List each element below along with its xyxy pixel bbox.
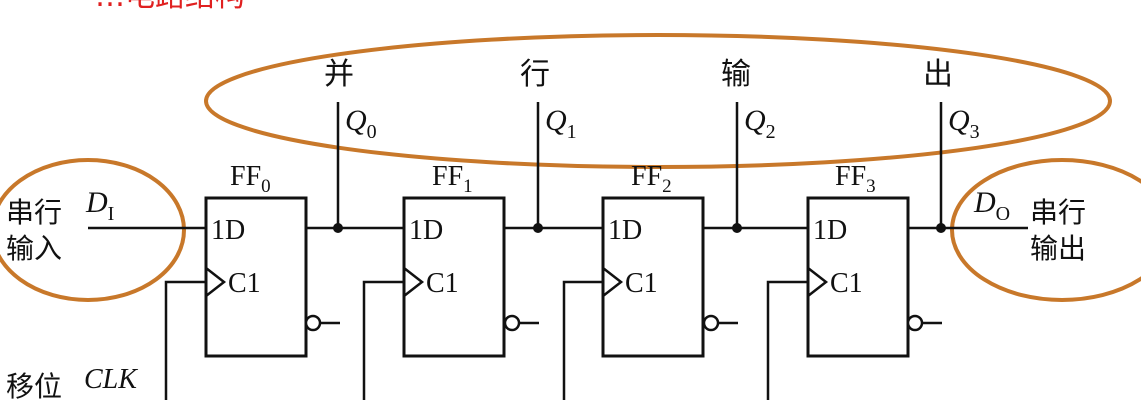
- ff-q-output: Q1: [545, 104, 577, 143]
- header-fragment: …电路结构: [95, 0, 245, 14]
- ff-name: FF0: [230, 161, 271, 197]
- flip-flop-ff0: 1D C1 FF0 Q0: [204, 104, 377, 358]
- ff-clock-pin: C1: [426, 268, 459, 299]
- ff-clock-pin: C1: [625, 268, 658, 299]
- serial-output-signal-sub: O: [996, 203, 1010, 225]
- ff-d-pin: 1D: [813, 215, 847, 246]
- ff-name-letters: FF: [230, 161, 261, 192]
- ff-q-output: Q3: [948, 104, 980, 143]
- serial-input-ellipse: [0, 158, 186, 302]
- ff-q-letter: Q: [345, 104, 367, 137]
- ff-d-pin: 1D: [409, 215, 443, 246]
- parallel-output-char: 并: [324, 57, 354, 92]
- ff-clock-pin: C1: [830, 268, 863, 299]
- junction-dot: [533, 223, 543, 233]
- ff-q-sub: 3: [970, 121, 980, 143]
- clock-label: CLK: [84, 364, 138, 395]
- ff-clock-pin: C1: [228, 268, 261, 299]
- junction-dot: [333, 223, 343, 233]
- ff-q-letter: Q: [545, 104, 567, 137]
- ff-d-pin: 1D: [608, 215, 642, 246]
- parallel-output-char: 出: [923, 57, 953, 92]
- ff-d-pin: 1D: [211, 215, 245, 246]
- junction-dot: [936, 223, 946, 233]
- serial-output-ellipse: [950, 158, 1141, 302]
- serial-output-line2: 输出: [1030, 232, 1086, 265]
- ff-q-output: Q2: [744, 104, 776, 143]
- parallel-output-char: 行: [520, 57, 550, 92]
- junction-dots: [333, 223, 946, 233]
- serial-output-signal: DO: [973, 186, 1010, 225]
- wires: [88, 102, 1028, 400]
- ff-q-sub: 1: [567, 121, 577, 143]
- ff-q-output: Q0: [345, 104, 377, 143]
- flip-flop-ff3: 1D C1 FF3 Q3: [806, 104, 980, 358]
- serial-input-signal-sub: I: [108, 203, 115, 225]
- serial-input-line1: 串行: [6, 196, 62, 229]
- serial-input-line2: 输入: [6, 232, 62, 265]
- junction-dot: [732, 223, 742, 233]
- serial-output-line1: 串行: [1030, 196, 1086, 229]
- flip-flop-ff1: 1D C1 FF1 Q1: [402, 104, 577, 358]
- ff-q-sub: 2: [766, 121, 776, 143]
- serial-input-signal: DI: [85, 186, 114, 225]
- ff-name-sub: 1: [463, 176, 473, 197]
- parallel-output-ellipse: [204, 33, 1112, 169]
- ff-name: FF3: [835, 161, 876, 197]
- ff-q-letter: Q: [744, 104, 766, 137]
- clock-label-cn: 移位: [6, 370, 62, 400]
- serial-input-signal-letter: D: [85, 186, 108, 219]
- ff-name-letters: FF: [432, 161, 463, 192]
- ff-name-sub: 0: [261, 176, 271, 197]
- ff-name: FF1: [432, 161, 473, 197]
- ff-name-sub: 2: [662, 176, 672, 197]
- ff-name-letters: FF: [835, 161, 866, 192]
- serial-output-signal-letter: D: [973, 186, 996, 219]
- ff-q-sub: 0: [367, 121, 377, 143]
- ff-name-letters: FF: [631, 161, 662, 192]
- ff-name: FF2: [631, 161, 672, 197]
- ff-name-sub: 3: [866, 176, 876, 197]
- parallel-output-char: 输: [721, 57, 751, 92]
- ff-q-letter: Q: [948, 104, 970, 137]
- flip-flop-ff2: 1D C1 FF2 Q2: [601, 104, 776, 358]
- parallel-output-label: 并 行 输 出: [324, 57, 953, 92]
